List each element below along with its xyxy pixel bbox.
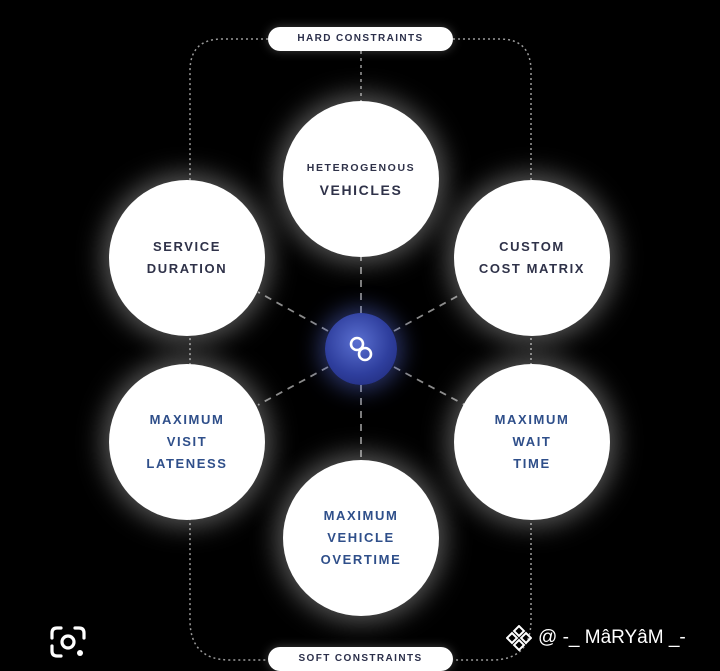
node-line: TIME xyxy=(513,456,551,471)
node-line: VEHICLES xyxy=(319,182,403,198)
node-maximum-visit-lateness: MAXIMUM VISIT LATENESS xyxy=(109,364,265,520)
hard-constraints-label: HARD CONSTRAINTS xyxy=(268,27,453,51)
node-heterogenous-vehicles: HETEROGENOUS VEHICLES xyxy=(283,101,439,257)
binance-icon xyxy=(506,625,532,651)
node-line: MAXIMUM xyxy=(149,412,225,427)
node-custom-cost-matrix: CUSTOM COST MATRIX xyxy=(454,180,610,336)
google-lens-icon[interactable] xyxy=(48,624,88,660)
node-line: VISIT xyxy=(166,434,208,449)
soft-constraints-label: SOFT CONSTRAINTS xyxy=(268,647,453,671)
node-line: MAXIMUM xyxy=(323,508,399,523)
watermark-text: @ -_ MâRYâM _- xyxy=(538,627,686,648)
spoke-left-dn xyxy=(257,366,329,406)
node-line: VEHICLE xyxy=(327,530,395,545)
node-maximum-vehicle-overtime: MAXIMUM VEHICLE OVERTIME xyxy=(283,460,439,616)
node-line: MAXIMUM xyxy=(494,412,570,427)
node-line: DURATION xyxy=(146,261,228,276)
node-line: SERVICE xyxy=(152,239,222,254)
spoke-right-dn xyxy=(393,366,466,406)
node-maximum-wait-time: MAXIMUM WAIT TIME xyxy=(454,364,610,520)
node-line: WAIT xyxy=(512,434,552,449)
spoke-left-up xyxy=(257,291,329,332)
node-line: OVERTIME xyxy=(320,552,402,567)
watermark: @ -_ MâRYâM _- xyxy=(506,624,686,652)
spoke-right-up xyxy=(393,291,466,332)
node-line: HETEROGENOUS xyxy=(306,162,416,174)
node-service-duration: SERVICE DURATION xyxy=(109,180,265,336)
node-line: CUSTOM xyxy=(499,239,565,254)
node-line: LATENESS xyxy=(146,456,228,471)
infinity-link-icon xyxy=(349,336,373,362)
hub-node xyxy=(325,313,397,385)
constraint-frame xyxy=(189,38,532,661)
node-line: COST MATRIX xyxy=(478,261,586,276)
